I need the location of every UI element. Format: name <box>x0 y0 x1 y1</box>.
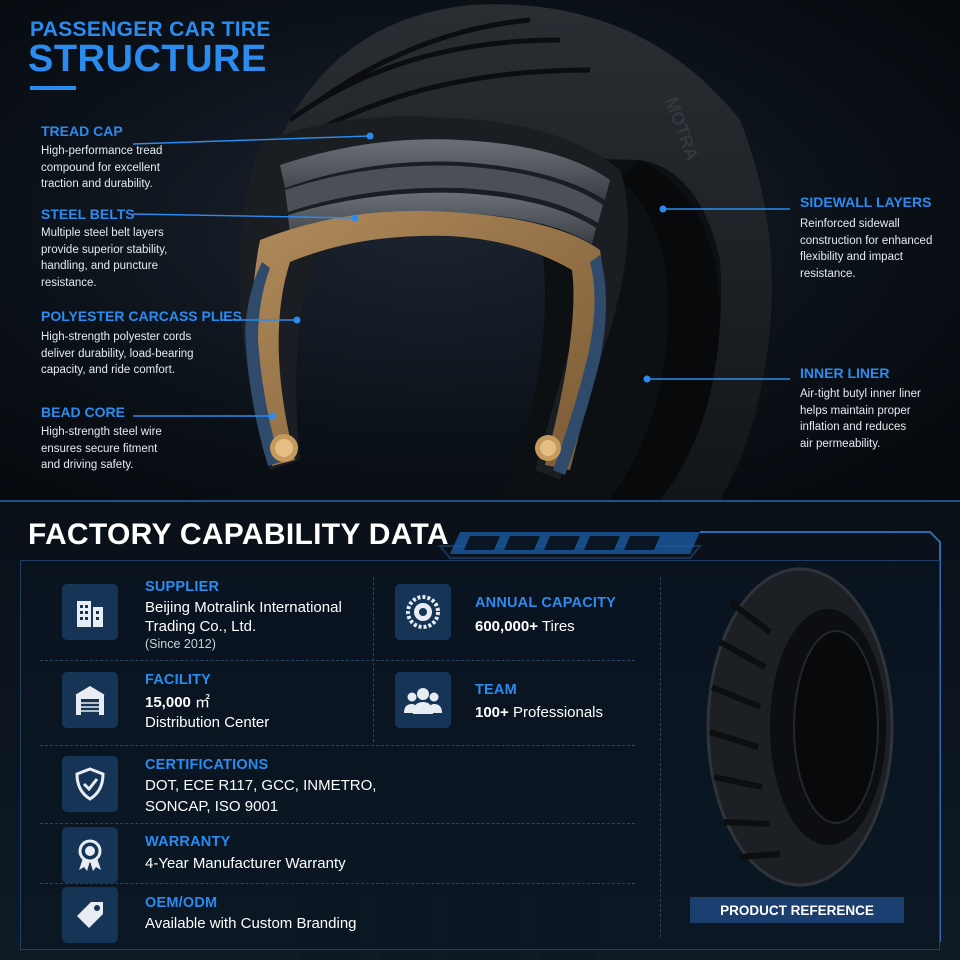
desc-line: Air-tight butyl inner liner <box>800 388 921 400</box>
title-underline <box>30 86 76 90</box>
team-number: 100+ <box>475 704 509 721</box>
tread-cap-desc: High-performance tread compound for exce… <box>41 143 162 193</box>
section-divider <box>0 500 960 502</box>
product-reference-badge: PRODUCT REFERENCE <box>690 897 904 923</box>
desc-line: Reinforced sidewall <box>800 218 900 230</box>
desc-line: flexibility and impact <box>800 251 903 263</box>
column-divider <box>660 577 661 937</box>
row-divider <box>40 883 635 884</box>
capacity-unit: Tires <box>537 618 575 635</box>
desc-line: helps maintain proper <box>800 404 911 417</box>
award-ribbon-icon <box>62 827 118 883</box>
bead-core-label: BEAD CORE <box>41 404 126 420</box>
page-title-line1: PASSENGER CAR TIRE <box>30 18 271 41</box>
team-icon <box>395 672 451 728</box>
desc-line: capacity, and ride comfort. <box>41 364 176 376</box>
tire-structure-section: MOTRA PASSENGER CAR TIRE STRUCTURE TREAD… <box>0 0 960 500</box>
desc-line: deliver durability, load-bearing <box>41 347 194 360</box>
oem-label: OEM/ODM <box>145 895 218 911</box>
page-title-line2: STRUCTURE <box>28 38 267 80</box>
desc-line: Multiple steel belt layers <box>41 227 164 239</box>
tread-cap-label: TREAD CAP <box>41 123 123 139</box>
column-divider <box>373 577 374 742</box>
building-icon <box>62 584 118 640</box>
team-value: 100+ Professionals <box>475 703 603 722</box>
team-label: TEAM <box>475 682 517 698</box>
bead-core-desc: High-strength steel wire ensures secure … <box>41 424 162 474</box>
sidewall-label: SIDEWALL LAYERS <box>800 194 932 210</box>
product-tire-image <box>706 567 894 887</box>
certifications-line2: SONCAP, ISO 9001 <box>145 798 279 815</box>
steel-belts-label: STEEL BELTS <box>41 206 135 222</box>
team-unit: Professionals <box>508 704 604 721</box>
inner-liner-label: INNER LINER <box>800 365 890 381</box>
tire-gear-icon <box>395 584 451 640</box>
warehouse-icon <box>62 672 118 728</box>
supplier-since: (Since 2012) <box>145 637 216 651</box>
row-divider <box>40 745 635 746</box>
row-divider <box>40 823 635 824</box>
certifications-line1: DOT, ECE R117, GCC, INMETRO, <box>145 777 377 794</box>
desc-line: compound for excellent <box>41 161 160 174</box>
desc-line: resistance. <box>41 276 97 289</box>
supplier-name-line1: Beijing Motralink International <box>145 599 342 616</box>
desc-line: provide superior stability, <box>41 243 168 256</box>
inner-liner-desc: Air-tight butyl inner liner helps mainta… <box>800 386 921 452</box>
supplier-label: SUPPLIER <box>145 579 220 595</box>
desc-line: resistance. <box>800 267 856 280</box>
annual-capacity-label: ANNUAL CAPACITY <box>475 595 617 611</box>
warranty-value: 4-Year Manufacturer Warranty <box>145 855 346 872</box>
desc-line: High-strength polyester cords <box>41 331 192 343</box>
desc-line: air permeability. <box>800 437 881 450</box>
facility-type: Distribution Center <box>145 714 270 731</box>
desc-line: handling, and puncture <box>41 260 159 272</box>
desc-line: High-performance tread <box>41 145 163 157</box>
polyester-desc: High-strength polyester cords deliver du… <box>41 329 194 379</box>
warranty-label: WARRANTY <box>145 834 231 850</box>
capacity-number: 600,000+ <box>475 618 538 635</box>
desc-line: traction and durability. <box>41 178 153 190</box>
polyester-label: POLYESTER CARCASS PLIES <box>41 308 242 324</box>
sidewall-desc: Reinforced sidewall construction for enh… <box>800 216 932 282</box>
row-divider <box>40 660 635 661</box>
oem-value: Available with Custom Branding <box>145 915 357 932</box>
facility-unit: ㎡ <box>190 694 211 711</box>
tire-cross-section-illustration: MOTRA <box>132 4 790 500</box>
desc-line: and driving safety. <box>41 459 134 471</box>
facility-size: 15,000 ㎡ <box>145 693 210 712</box>
tag-icon <box>62 887 118 943</box>
facility-number: 15,000 <box>145 694 191 711</box>
shield-check-icon <box>62 756 118 812</box>
facility-label: FACILITY <box>145 672 212 688</box>
steel-belts-desc: Multiple steel belt layers provide super… <box>41 225 167 291</box>
supplier-name-line2: Trading Co., Ltd. <box>145 618 257 635</box>
factory-title: FACTORY CAPABILITY DATA <box>28 518 449 551</box>
annual-capacity-value: 600,000+ Tires <box>475 617 575 636</box>
desc-line: inflation and reduces <box>800 421 907 433</box>
desc-line: ensures secure fitment <box>41 442 158 455</box>
certifications-label: CERTIFICATIONS <box>145 757 269 773</box>
desc-line: construction for enhanced <box>800 234 933 247</box>
desc-line: High-strength steel wire <box>41 426 162 438</box>
